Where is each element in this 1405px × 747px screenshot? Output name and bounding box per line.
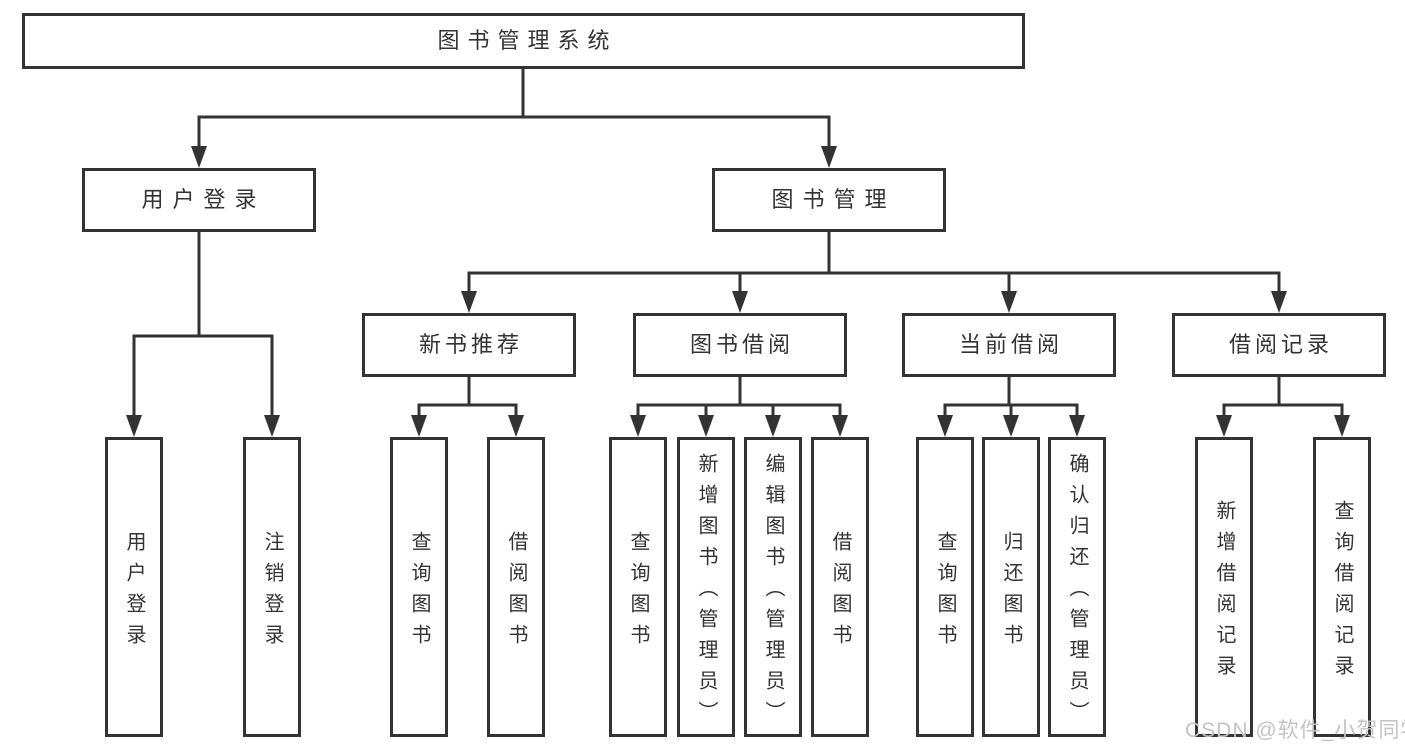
connector-borrow-records-group (1222, 375, 1344, 421)
node-book-borrow-label: 图书借阅 (689, 332, 794, 357)
leaf-add-book-admin-label: 新增图书（管理员） (695, 453, 717, 732)
arrow-down-icon (1334, 415, 1350, 437)
node-root-label: 图书管理系统 (437, 28, 618, 53)
node-new-book-recommend-label: 新书推荐 (418, 332, 523, 357)
arrow-down-icon (1069, 415, 1085, 437)
node-current-borrow-label: 当前借阅 (958, 332, 1063, 357)
arrow-down-icon (698, 415, 714, 437)
leaf-query-borrow-record: 查询借阅记录 (1313, 437, 1371, 737)
leaf-confirm-return-admin-label: 确认归还（管理员） (1066, 453, 1088, 732)
leaf-newbook-borrow-books: 借阅图书 (487, 437, 545, 737)
arrow-down-icon (765, 415, 781, 437)
arrow-down-icon (832, 415, 848, 437)
arrow-down-icon (732, 291, 748, 313)
node-borrow-records: 借阅记录 (1172, 313, 1386, 377)
arrow-down-icon (937, 415, 953, 437)
leaf-return-book-label: 归还图书 (1000, 530, 1022, 655)
arrow-down-icon (411, 415, 427, 437)
connector-root-to-level2 (197, 66, 831, 152)
leaf-borrow-books-label: 借阅图书 (829, 530, 851, 655)
node-current-borrow: 当前借阅 (902, 313, 1116, 377)
arrow-down-icon (126, 415, 142, 437)
node-book-management: 图书管理 (712, 168, 946, 232)
connector-user-login-group (132, 230, 274, 421)
arrow-down-icon (461, 291, 477, 313)
arrow-down-icon (821, 146, 837, 168)
node-new-book-recommend: 新书推荐 (362, 313, 576, 377)
node-user-login-label: 用户登录 (141, 187, 266, 212)
arrow-down-icon (264, 415, 280, 437)
arrowheads (126, 146, 1350, 437)
connector-book-mgmt-to-level3 (467, 230, 1281, 297)
leaf-return-book: 归还图书 (982, 437, 1040, 737)
leaf-current-query-books-label: 查询图书 (934, 530, 956, 655)
leaf-newbook-query-books-label: 查询图书 (408, 530, 430, 655)
arrow-down-icon (1003, 415, 1019, 437)
leaf-edit-book-admin: 编辑图书（管理员） (744, 437, 802, 737)
connector-book-borrow-group (636, 375, 842, 421)
leaf-borrow-books: 借阅图书 (811, 437, 869, 737)
node-borrow-records-label: 借阅记录 (1228, 332, 1333, 357)
leaf-logout: 注销登录 (243, 437, 301, 737)
leaf-current-query-books: 查询图书 (916, 437, 974, 737)
connector-current-borrow-group (943, 375, 1079, 421)
leaf-add-borrow-record-label: 新增借阅记录 (1213, 499, 1235, 686)
leaf-newbook-query-books: 查询图书 (390, 437, 448, 737)
leaf-borrow-query-books-label: 查询图书 (627, 530, 649, 655)
arrow-down-icon (1216, 415, 1232, 437)
leaf-logout-label: 注销登录 (261, 530, 283, 655)
node-user-login: 用户登录 (82, 168, 316, 232)
leaf-newbook-borrow-books-label: 借阅图书 (505, 530, 527, 655)
leaf-user-login: 用户登录 (105, 437, 163, 737)
node-book-management-label: 图书管理 (771, 187, 896, 212)
arrow-down-icon (191, 146, 207, 168)
connector-new-book-group (417, 375, 518, 421)
leaf-borrow-query-books: 查询图书 (609, 437, 667, 737)
leaf-add-book-admin: 新增图书（管理员） (677, 437, 735, 737)
node-book-borrow: 图书借阅 (633, 313, 847, 377)
arrow-down-icon (630, 415, 646, 437)
arrow-down-icon (1001, 291, 1017, 313)
leaf-query-borrow-record-label: 查询借阅记录 (1331, 499, 1353, 686)
arrow-down-icon (508, 415, 524, 437)
node-root: 图书管理系统 (22, 13, 1025, 69)
leaf-confirm-return-admin: 确认归还（管理员） (1048, 437, 1106, 737)
leaf-user-login-label: 用户登录 (123, 530, 145, 655)
leaf-edit-book-admin-label: 编辑图书（管理员） (762, 453, 784, 732)
arrow-down-icon (1271, 291, 1287, 313)
csdn-watermark: CSDN @软件_小贺同学 (1185, 719, 1405, 742)
leaf-add-borrow-record: 新增借阅记录 (1195, 437, 1253, 737)
